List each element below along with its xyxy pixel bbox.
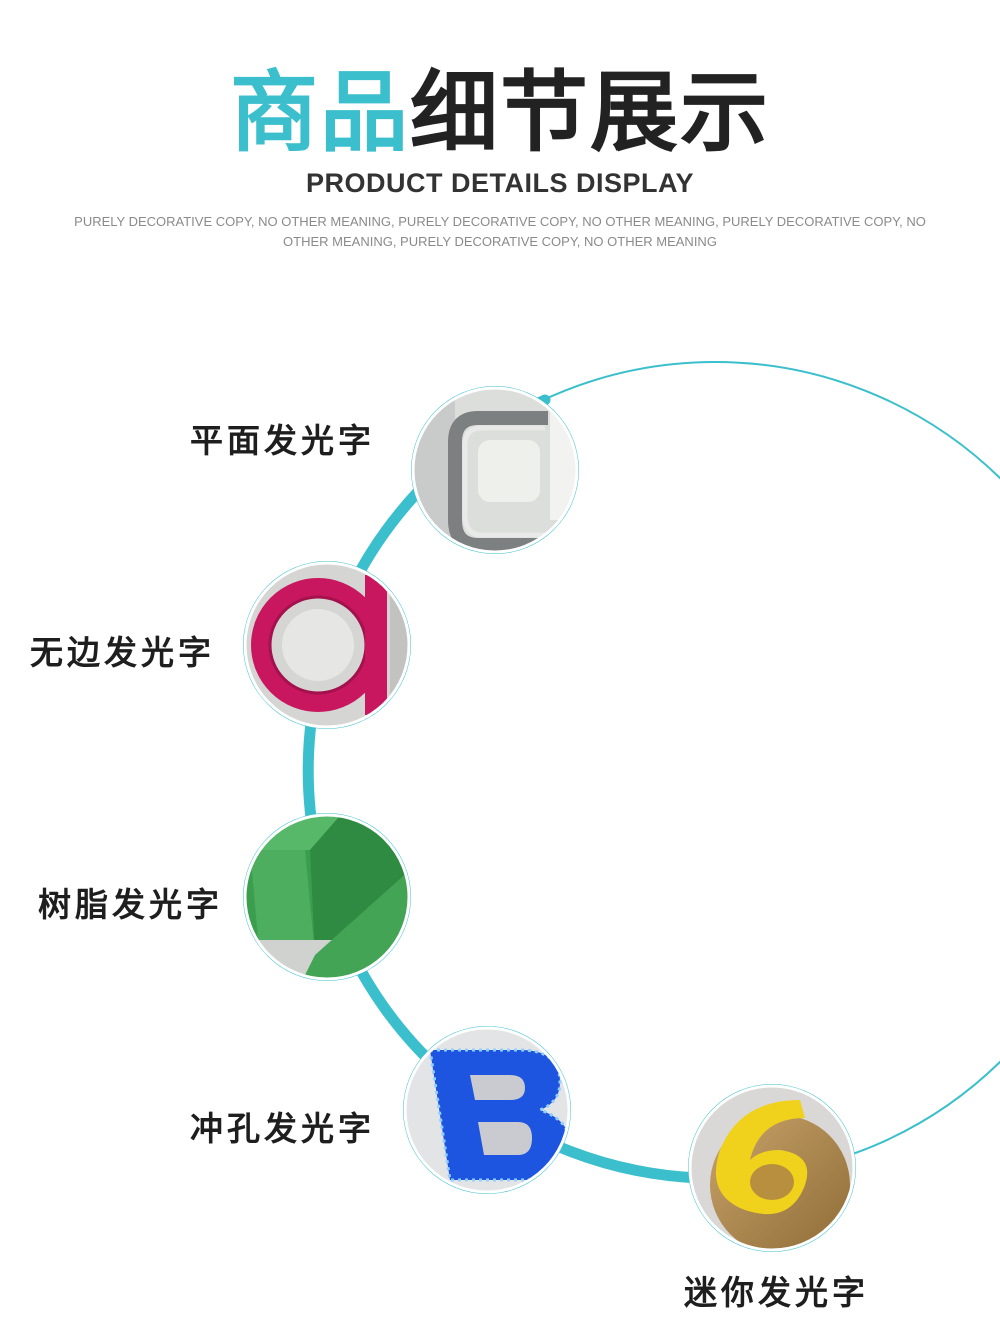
label-mini-letter: 迷你发光字	[684, 1273, 869, 1312]
label-borderless-letter: 无边发光字	[30, 633, 215, 672]
blue-led-letter-b-photo	[403, 1026, 571, 1194]
green-resin-photo	[243, 813, 411, 981]
title-rest: 细节展示	[410, 61, 771, 164]
label-perforated-letter: 冲孔发光字	[190, 1109, 375, 1148]
label-flat-letter: 平面发光字	[190, 421, 375, 460]
pink-letter-a-photo	[243, 561, 411, 729]
label-resin-letter: 树脂发光字	[38, 885, 223, 924]
flat-letter-c-photo	[411, 386, 579, 554]
title-accent: 商品	[229, 61, 410, 164]
page-subtitle: PRODUCT DETAILS DISPLAY	[305, 168, 695, 198]
decorative-text: PURELY DECORATIVE COPY, NO OTHER MEANING…	[74, 214, 926, 249]
gold-number-6-photo	[688, 1084, 856, 1252]
header: 商品细节展示 PRODUCT DETAILS DISPLAY PURELY DE…	[0, 0, 1000, 260]
big-ring	[306, 361, 1000, 1179]
page-title: 商品细节展示	[0, 58, 1000, 168]
